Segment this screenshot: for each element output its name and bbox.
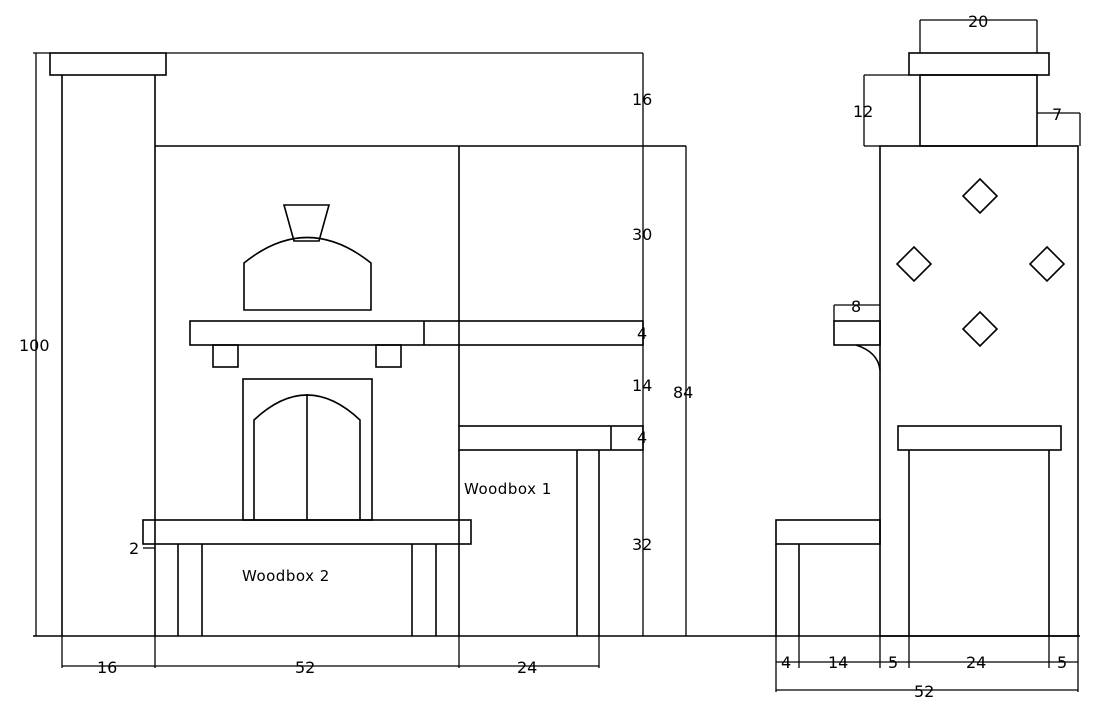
dim-5b-side-label: 5 (1057, 653, 1067, 672)
oven-dome (243, 236, 372, 311)
front-elevation: Woodbox 2 Woodbox 1 (33, 52, 1080, 637)
dim-4-side-label: 4 (781, 653, 791, 672)
side-woodbox-top (897, 425, 1062, 451)
side-elevation (775, 52, 1079, 637)
dim-20-label: 20 (968, 12, 988, 31)
dim-100-label: 100 (19, 336, 50, 355)
dim-2-label: 2 (129, 539, 139, 558)
dim-32-label: 32 (632, 535, 652, 554)
woodbox-1-label: Woodbox 1 (464, 480, 552, 498)
shelf-bracket-left (212, 344, 239, 368)
dim-7-label: 7 (1052, 105, 1062, 124)
dim-4a-label: 4 (637, 324, 647, 343)
side-diamond-top (961, 177, 999, 215)
side-bench (775, 519, 881, 545)
upper-shelf (189, 320, 644, 346)
woodbox-1-top (458, 425, 644, 451)
front-dimensions: 100 16 30 4 14 4 32 84 2 16 52 24 (19, 52, 693, 677)
side-chimney-cap (908, 52, 1050, 76)
dim-16b-label: 16 (97, 658, 117, 677)
oven-flue (282, 204, 331, 242)
dim-4b-label: 4 (637, 428, 647, 447)
side-diamond-bottom (961, 310, 999, 348)
dim-84-label: 84 (673, 383, 693, 402)
side-dimensions: 20 12 7 8 4 14 5 24 5 52 (775, 12, 1081, 701)
chimney-cap (49, 52, 167, 76)
dim-12-label: 12 (853, 102, 873, 121)
dim-16-label: 16 (632, 90, 652, 109)
dim-14-label: 14 (632, 376, 652, 395)
dim-14-side-label: 14 (828, 653, 848, 672)
side-ledge (833, 320, 881, 346)
bench-top (142, 519, 472, 545)
shelf-bracket-right (375, 344, 402, 368)
woodbox-2-label: Woodbox 2 (242, 567, 330, 585)
side-ledge-bracket (855, 344, 881, 371)
side-chimney-neck (919, 74, 1038, 147)
side-body (879, 145, 1079, 637)
dim-52-side-label: 52 (914, 682, 934, 701)
dim-24-label: 24 (517, 658, 537, 677)
side-diamond-right (1028, 245, 1066, 283)
dim-30-label: 30 (632, 225, 652, 244)
dim-8-label: 8 (851, 297, 861, 316)
dim-52-label: 52 (295, 658, 315, 677)
dim-24-side-label: 24 (966, 653, 986, 672)
dim-5a-side-label: 5 (888, 653, 898, 672)
side-diamond-left (895, 245, 933, 283)
